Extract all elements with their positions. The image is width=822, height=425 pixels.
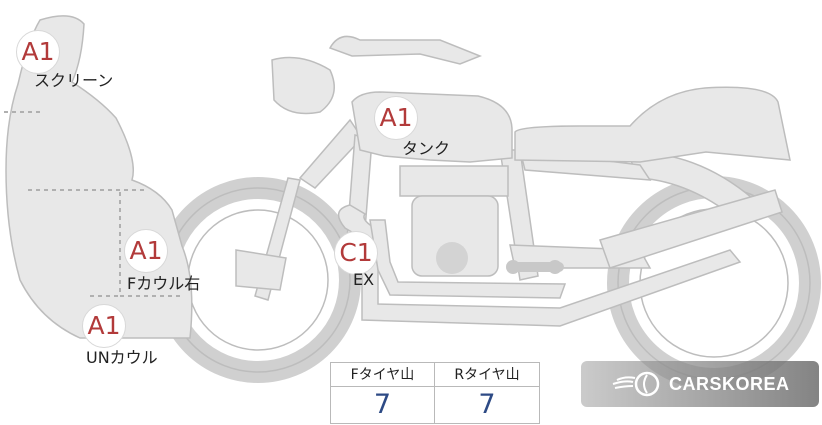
grade-badge-exhaust: C1 xyxy=(334,231,378,275)
grade-badge-screen: A1 xyxy=(16,30,60,74)
exhaust-pipe xyxy=(337,204,742,327)
part-label-under-cowl: UNカウル xyxy=(86,348,158,367)
seat xyxy=(514,86,791,163)
part-label-f-cowl-right: Fカウル右 xyxy=(127,274,201,293)
handlebar xyxy=(328,35,483,65)
rear-tire-header: Rタイヤ山 xyxy=(435,363,539,387)
brand-watermark: CARSKOREA xyxy=(581,361,819,407)
part-label-tank: タンク xyxy=(402,139,451,158)
grade-badge-f-cowl-right: A1 xyxy=(124,229,168,273)
engine-head xyxy=(399,165,509,197)
front-tire-header: Fタイヤ山 xyxy=(331,363,435,387)
flame-logo-icon xyxy=(612,371,660,397)
grade-badge-under-cowl: A1 xyxy=(82,304,126,348)
tire-tread-table: Fタイヤ山 Rタイヤ山 7 7 xyxy=(330,362,540,424)
part-label-screen: スクリーン xyxy=(34,71,114,90)
rear-tire-value: 7 xyxy=(478,389,496,420)
part-label-exhaust: EX xyxy=(353,270,375,289)
headlight xyxy=(271,56,335,115)
brand-name: CARSKOREA xyxy=(669,374,790,394)
grade-badge-tank: A1 xyxy=(374,96,418,140)
front-tire-value: 7 xyxy=(331,387,435,423)
engine-block xyxy=(411,195,499,277)
